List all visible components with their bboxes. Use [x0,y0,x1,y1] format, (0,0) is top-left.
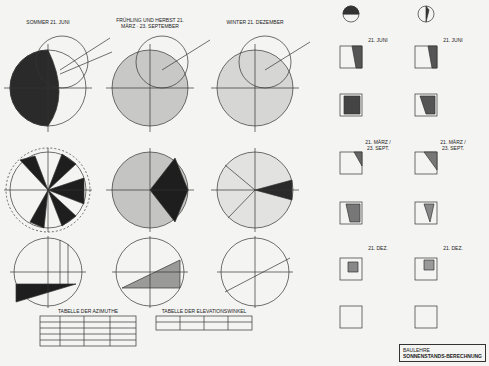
drawing-label: SOMMER 21. JUNI [18,20,78,26]
title-block-text: SONNENSTANDS-BERECHNUNG [403,353,482,359]
drawing-label: 21. MÄRZ / 23. SEPT. [363,140,393,152]
drawing-label: TABELLE DER AZIMUTHE [43,309,133,315]
drawing-label: 21. JUNI [363,38,393,44]
drawing-label: 21. MÄRZ / 23. SEPT. [438,140,468,152]
drawing-label: 21. JUNI [438,38,468,44]
title-block: BAULEHRESONNENSTANDS-BERECHNUNG [399,344,486,362]
title-block-heading: BAULEHRE [403,347,482,353]
drawing-label: 21. DEZ. [438,246,468,252]
drawing-label: 21. DEZ. [363,246,393,252]
drawing-label: FRÜHLING UND HERBST 21. MÄRZ · 23. SEPTE… [110,18,190,30]
drawing-label: WINTER 21. DEZEMBER [225,20,285,26]
drawing-label: TABELLE DER ELEVATIONSWINKEL [154,309,254,315]
